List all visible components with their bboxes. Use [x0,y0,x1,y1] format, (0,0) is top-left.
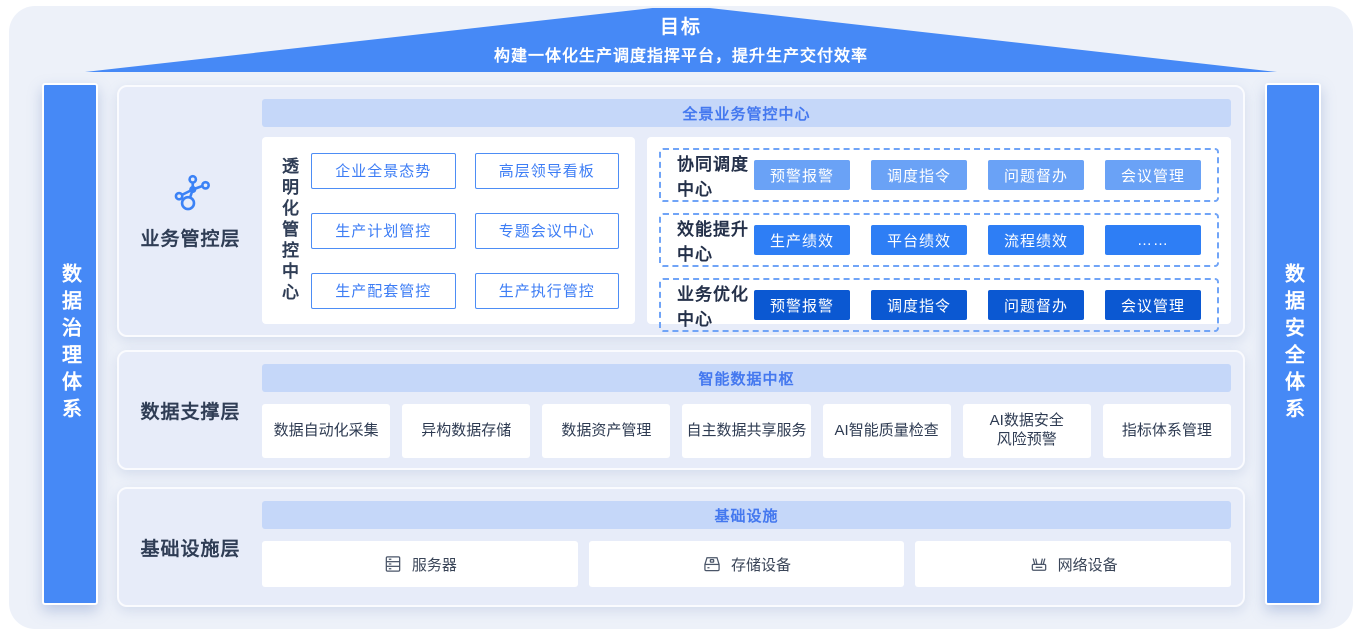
infrastructure-header-bar: 基础设施 [262,501,1231,529]
row-collaborative-dispatch-center: 协同调度中心 预警报警 调度指令 问题督办 会议管理 [659,148,1219,202]
row-chips: 预警报警 调度指令 问题督办 会议管理 [754,290,1201,320]
goal-title: 目标 [659,17,702,38]
module-auto-data-collection: 数据自动化采集 [262,404,391,458]
row-label: 业务优化中心 [677,285,749,329]
infra-storage-label: 存储设备 [731,556,792,574]
chip-dispatch-order: 调度指令 [871,160,967,190]
chip-issue-supervision: 问题督办 [988,160,1084,190]
module-data-sharing-service: 自主数据共享服务 [682,404,811,458]
pillar-data-security-label: 数据安全体系 [1281,263,1304,425]
module-data-asset-management: 数据资产管理 [542,404,671,458]
layer-infrastructure-content: 基础设施 服务器 [262,501,1232,593]
chip-meeting-management: 会议管理 [1105,160,1201,190]
chip-platform-performance: 平台绩效 [871,225,967,255]
module-production-plan-control: 生产计划管控 [311,212,456,249]
center-rows-panel: 协同调度中心 预警报警 调度指令 问题督办 会议管理 效能提升中心 生产绩效 平… [647,137,1231,332]
layer-data-support-label: 数据支撑层 [140,401,241,423]
row-business-optimization-center: 业务优化中心 预警报警 调度指令 问题督办 会议管理 [659,278,1219,332]
pillar-data-security: 数据安全体系 [1265,83,1321,605]
module-executive-dashboard: 高层领导看板 [474,152,619,189]
module-ai-data-security-risk-warning: AI数据安全 风险预警 [962,404,1091,458]
module-enterprise-panorama: 企业全景态势 [311,152,456,189]
chip-alarm: 预警报警 [754,290,850,320]
infra-server-label: 服务器 [411,556,457,574]
module-production-execution-control: 生产执行管控 [474,272,619,309]
transparent-control-panel: 透明化管控中心 企业全景态势 高层领导看板 生产计划管控 专题会议中心 生产配套… [262,137,635,324]
module-ai-quality-check: AI智能质量检查 [822,404,951,458]
row-efficiency-improvement-center: 效能提升中心 生产绩效 平台绩效 流程绩效 …… [659,213,1219,267]
pillar-data-governance: 数据治理体系 [42,83,98,605]
data-hub-header-bar: 智能数据中枢 [262,364,1231,392]
chip-meeting-management: 会议管理 [1105,290,1201,320]
layer-data-support-label-col: 数据支撑层 [119,352,262,468]
infra-server-box: 服务器 [262,541,578,587]
module-heterogeneous-storage: 异构数据存储 [402,404,531,458]
chip-production-performance: 生产绩效 [754,225,850,255]
layer-business-content: 全景业务管控中心 透明化管控中心 企业全景态势 高层领导看板 生产计划管控 专题… [262,99,1231,332]
chip-process-performance: 流程绩效 [988,225,1084,255]
business-module-grid: 企业全景态势 高层领导看板 生产计划管控 专题会议中心 生产配套管控 生产执行管… [311,151,619,310]
layer-infrastructure-label-col: 基础设施层 [119,489,262,605]
chip-ellipsis-more: …… [1105,225,1201,255]
server-icon [385,556,401,572]
transparent-control-title: 透明化管控中心 [279,157,298,304]
layer-infrastructure-label: 基础设施层 [140,538,241,560]
module-special-meeting-center: 专题会议中心 [474,212,619,249]
layer-infrastructure: 基础设施层 基础设施 服务器 [117,487,1245,607]
network-device-icon [1031,558,1046,571]
row-chips: 预警报警 调度指令 问题督办 会议管理 [754,160,1201,190]
storage-icon [704,557,720,572]
layer-business-control: 业务管控层 全景业务管控中心 透明化管控中心 企业全景态势 高层领导看板 生产计… [117,85,1245,337]
module-production-support-control: 生产配套管控 [311,272,456,309]
layer-data-support-content: 智能数据中枢 数据自动化采集 异构数据存储 数据资产管理 自主数据共享服务 AI… [262,364,1231,458]
row-label: 协同调度中心 [677,155,749,199]
infra-network-box: 网络设备 [915,541,1232,587]
chip-issue-supervision: 问题督办 [988,290,1084,320]
chip-alarm: 预警报警 [754,160,850,190]
business-header-bar: 全景业务管控中心 [262,99,1231,127]
row-label: 效能提升中心 [677,220,749,264]
layer-business-label-col: 业务管控层 [119,87,262,335]
pillar-data-governance-label: 数据治理体系 [58,263,81,425]
goal-subtitle: 构建一体化生产调度指挥平台，提升生产交付效率 [493,48,868,65]
infra-storage-box: 存储设备 [588,541,905,587]
data-module-row: 数据自动化采集 异构数据存储 数据资产管理 自主数据共享服务 AI智能质量检查 … [262,404,1231,458]
row-chips: 生产绩效 平台绩效 流程绩效 …… [754,225,1201,255]
module-indicator-system-management: 指标体系管理 [1102,404,1231,458]
network-node-icon [174,174,210,210]
chip-dispatch-order: 调度指令 [871,290,967,320]
layer-data-support: 数据支撑层 智能数据中枢 数据自动化采集 异构数据存储 数据资产管理 自主数据共… [117,350,1245,470]
infra-network-label: 网络设备 [1057,556,1118,574]
layer-business-label: 业务管控层 [140,228,241,250]
infrastructure-row: 服务器 存储设备 [262,541,1232,587]
